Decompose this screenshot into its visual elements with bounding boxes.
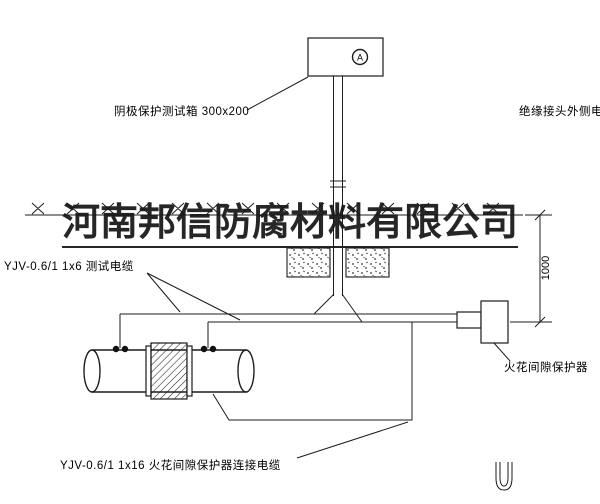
leader-test-box [246,76,309,111]
test-cables [119,293,457,348]
label-connection-cable: YJV-0.6/1 1x16 火花间隙保护器连接电缆 [60,460,281,472]
concrete-blocks [286,247,390,278]
cable-terminals [112,345,217,353]
insulating-joint [145,342,193,400]
company-watermark: 河南邦信防腐材料有限公司 [62,201,519,248]
dimension-line: 1000 [510,209,552,328]
riser-conduit [330,76,346,296]
u-bolt-symbol [495,462,513,491]
test-box: A [307,37,384,77]
label-spark-gap-protector: 火花间隙保护器 [504,362,588,374]
pipeline [83,342,255,400]
leader-spark-gap [493,342,511,362]
label-test-box: 阴极保护测试箱 300x200 [114,106,250,118]
label-insulated-joint-cable: 绝缘接头外侧电缆 [519,106,600,118]
spark-gap-protector [456,300,511,362]
ground-hatch-marks [31,202,500,215]
label-test-cable: YJV-0.6/1 1x6 测试电缆 [4,261,134,273]
leader-test-cable [146,272,241,321]
ammeter-letter: A [357,53,363,63]
protector-cables [212,322,413,421]
leader-connection-cable [296,421,409,459]
ammeter-symbol [351,48,369,66]
dimension-label: 1000 [540,256,552,280]
